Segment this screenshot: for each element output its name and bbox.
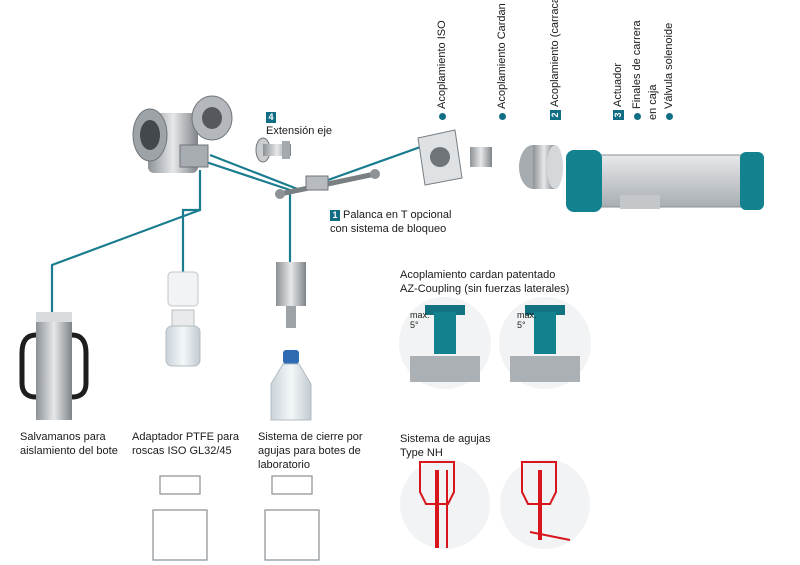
needle-illustration-1: [400, 459, 490, 549]
sampling-valve: [132, 95, 233, 173]
label-limit-switches: Finales de carrera: [631, 20, 643, 120]
label-cardan-coupling: Acoplamiento Cardan: [496, 3, 508, 120]
needle-closure: [270, 262, 312, 421]
number-badge: 1: [330, 210, 340, 221]
number-badge: 2: [550, 110, 561, 120]
outline-drawing-needle: [264, 475, 320, 561]
actuator: [566, 150, 764, 212]
label-solenoid-valve: Válvula solenoide: [663, 23, 675, 120]
t-lever: [275, 169, 380, 199]
label-shaft-extension: 4 Extensión eje: [266, 112, 333, 137]
shaft-extension: [255, 137, 291, 163]
label-cardan-heading: Acoplamiento cardan patentado AZ-Couplin…: [400, 269, 570, 295]
iso-coupling: [417, 129, 492, 186]
label-needle-closure: Sistema de cierre por agujas para botes …: [258, 431, 363, 471]
cardan-illustration-1: [399, 297, 491, 389]
label-ratchet-coupling: 2Acoplamiento (carraca): [549, 0, 561, 120]
bullet-dot-icon: [498, 113, 506, 120]
line-valve-to-shield: [50, 170, 202, 312]
number-badge: 3: [613, 110, 624, 120]
outline-drawing-adapter: [152, 475, 208, 561]
line-valve-to-needle: [199, 158, 292, 262]
label-max-angle-2: max.5°: [517, 310, 537, 330]
ptfe-adapter: [165, 271, 201, 367]
number-badge: 4: [266, 112, 276, 123]
hand-shield: [19, 312, 89, 420]
bullet-dot-icon: [438, 113, 446, 120]
needle-illustration-2: [500, 459, 590, 549]
label-needle-heading: Sistema de agujas Type NH: [400, 433, 491, 459]
label-actuator: 3Actuador: [612, 63, 624, 120]
label-iso-coupling: Acoplamiento ISO: [436, 20, 448, 120]
label-max-angle-1: max.5°: [410, 310, 430, 330]
bullet-dot-icon: [665, 113, 673, 120]
line-valve-to-adapter: [181, 208, 200, 272]
bullet-dot-icon: [633, 113, 641, 120]
label-ptfe-adapter: Adaptador PTFE para roscas ISO GL32/45: [132, 431, 240, 457]
label-limit-switches-box: en caja: [647, 84, 659, 120]
ratchet-coupling: [519, 145, 563, 189]
label-hand-shield: Salvamanos para aislamiento del bote: [20, 431, 118, 457]
cardan-illustration-2: [499, 297, 591, 389]
